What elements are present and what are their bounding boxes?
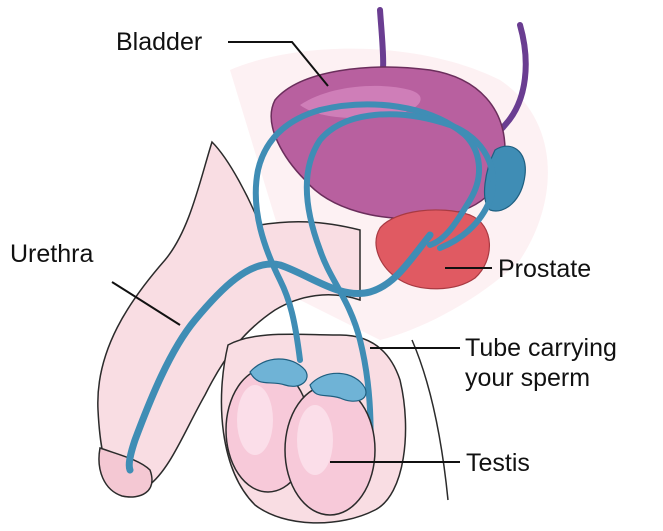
label-testis: Testis: [466, 449, 530, 477]
label-tube-line2: your sperm: [465, 364, 590, 392]
testis-left-highlight: [237, 385, 273, 455]
testis-right-highlight: [297, 405, 333, 475]
thigh-line: [412, 340, 448, 500]
label-tube-line1: Tube carrying: [465, 334, 617, 362]
label-urethra: Urethra: [10, 240, 93, 268]
label-prostate: Prostate: [498, 255, 591, 283]
label-bladder: Bladder: [116, 28, 202, 56]
